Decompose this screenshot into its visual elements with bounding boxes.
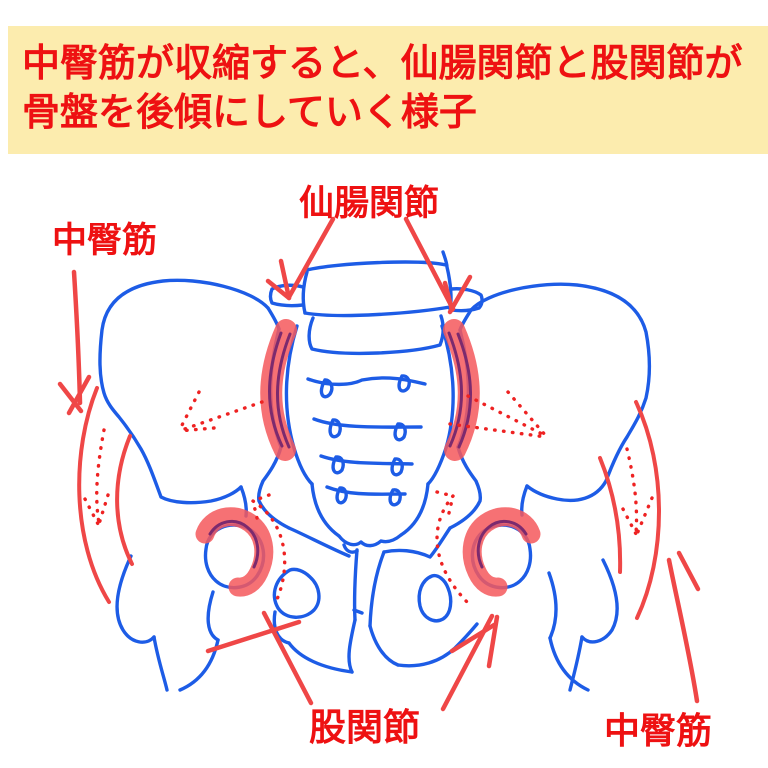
arrow-gluteus-top-left <box>57 269 92 416</box>
dotted-arrow-right-outer <box>621 447 654 536</box>
annotation-arrows <box>57 216 701 712</box>
sacrum <box>284 324 455 554</box>
l5-vertebra <box>268 250 484 356</box>
dotted-arc-hip-right <box>435 490 470 605</box>
title-line-2: 骨盤を後傾にしていく様子 <box>22 90 477 134</box>
arrow-gluteus-bottom-right <box>666 550 701 704</box>
label-gluteus-medius-bottom-right: 中臀筋 <box>604 711 713 752</box>
si-joint-line-right-b <box>456 332 472 449</box>
label-sacroiliac-joint: 仙腸関節 <box>299 184 440 224</box>
pubis-ischium <box>272 526 479 674</box>
si-joint-line-left-a <box>268 331 284 448</box>
title-line-1: 中臀筋が収縮すると、仙腸関節と股関節が <box>22 41 743 85</box>
ilium-right <box>448 282 652 530</box>
arrow-si-joint-left <box>265 216 336 301</box>
motion-arrows-dotted <box>83 390 654 606</box>
dotted-arrow-center-left <box>177 390 264 433</box>
title-banner: 中臀筋が収縮すると、仙腸関節と股関節が 骨盤を後傾にしていく様子 <box>8 26 768 154</box>
hip-joint-highlight-left <box>195 507 274 597</box>
arrow-hip-joint-right <box>440 613 500 712</box>
hip-joint-line-right <box>476 519 528 569</box>
label-hip-joint: 股関節 <box>309 706 420 749</box>
gluteus-medius-lines <box>77 386 661 620</box>
obturator-foramen-left <box>272 567 321 619</box>
gluteus-line-left-outer <box>77 386 111 604</box>
si-joint-highlight-right <box>443 319 480 461</box>
dotted-arrow-center-right <box>448 390 548 439</box>
dotted-arrow-left-outer <box>83 428 110 526</box>
arrow-si-joint-right <box>403 216 473 315</box>
gluteus-line-left-inner <box>115 434 134 566</box>
joint-highlights <box>195 319 541 597</box>
femur-left <box>115 523 266 692</box>
ilium-left <box>98 278 291 530</box>
label-gluteus-medius-top-left: 中臀筋 <box>52 221 158 261</box>
hip-joint-line-left <box>208 519 260 569</box>
hip-joint-highlight-right <box>462 507 541 597</box>
gluteus-line-right-outer <box>634 400 661 620</box>
si-joint-line-right-a <box>447 331 463 448</box>
pelvis-outline <box>98 250 652 692</box>
gluteus-line-right-inner <box>598 456 623 574</box>
femur-right <box>470 523 619 692</box>
si-joint-line-left-b <box>276 332 292 449</box>
arrow-hip-joint-left <box>205 610 314 706</box>
dotted-arc-hip-left <box>251 493 287 606</box>
obturator-foramen-right <box>417 573 453 623</box>
